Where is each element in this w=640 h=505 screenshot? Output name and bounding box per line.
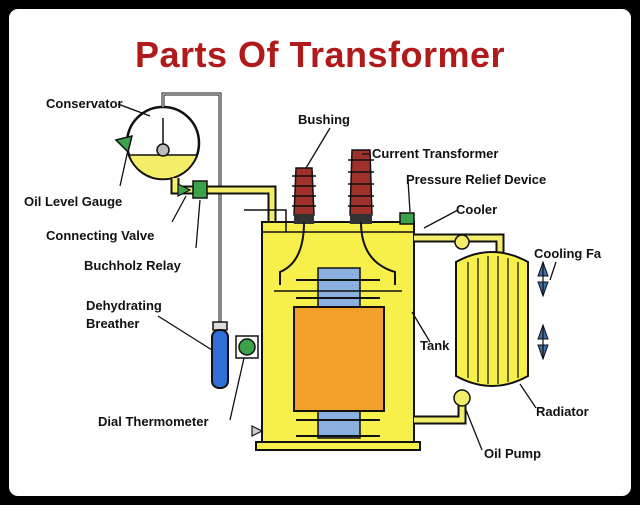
label-buchholz-relay: Buchholz Relay — [84, 258, 181, 273]
oil-level-gauge-icon — [114, 134, 134, 154]
label-breather: Breather — [86, 316, 140, 331]
label-tank: Tank — [420, 338, 450, 353]
core-and-windings — [274, 267, 402, 439]
label-dehydrating: Dehydrating — [86, 298, 162, 313]
current-transformer — [348, 149, 396, 285]
label-pressure-relief-device: Pressure Relief Device — [406, 172, 547, 187]
label-conservator: Conservator — [46, 96, 123, 111]
pressure-relief-device-icon — [399, 212, 415, 225]
label-oil-level-gauge: Oil Level Gauge — [24, 194, 123, 209]
radiator — [455, 251, 529, 387]
connecting-valve-icon — [177, 183, 192, 197]
label-current-transformer: Current Transformer — [372, 146, 499, 161]
leader-lines — [117, 103, 557, 451]
label-cooler: Cooler — [456, 202, 498, 217]
cooling-fan-icon — [537, 260, 549, 361]
label-cooling-fan: Cooling Fa — [534, 246, 602, 261]
drain-valve-icon — [251, 425, 264, 437]
label-oil-pump: Oil Pump — [484, 446, 542, 461]
label-radiator: Radiator — [536, 404, 589, 419]
label-bushing: Bushing — [298, 112, 350, 127]
label-connecting-valve: Connecting Valve — [46, 228, 155, 243]
conservator — [125, 105, 201, 181]
label-dial-thermometer: Dial Thermometer — [98, 414, 209, 429]
dehydrating-breather — [211, 321, 229, 389]
buchholz-relay-icon — [192, 180, 208, 199]
cooler-pipes — [414, 233, 505, 425]
bushing — [279, 167, 316, 285]
dial-thermometer-icon — [235, 335, 259, 359]
diagram-title: Parts Of Transformer — [134, 34, 506, 75]
